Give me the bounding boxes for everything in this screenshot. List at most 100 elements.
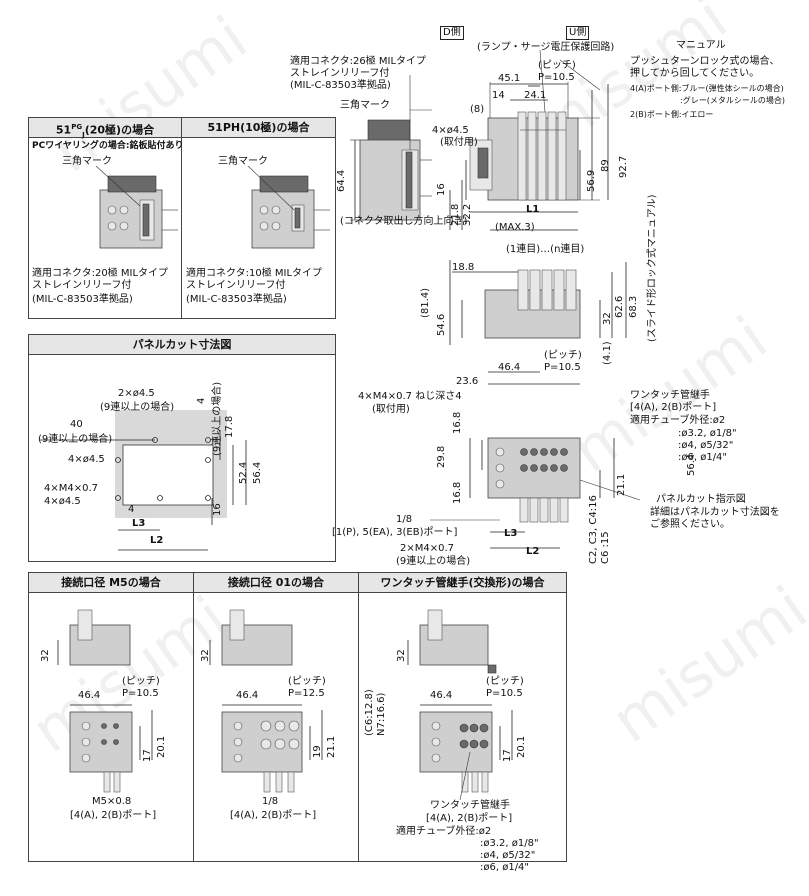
bv-dim-23-6: 23.6 — [456, 376, 479, 387]
top-mount-label: (取付用) — [440, 137, 478, 148]
dim-68-3: 68.3 — [628, 295, 639, 318]
dim-45-1: 45.1 — [498, 73, 521, 84]
panel-dim-52-4: 52.4 — [238, 461, 249, 484]
col1-title-rest: (20極)の場合 — [84, 123, 155, 137]
d-side-tag: D側 — [440, 26, 464, 40]
bp3-tube-3: :ø6, ø1/4" — [480, 862, 530, 873]
dim-L1: L1 — [526, 204, 540, 215]
bp2-dim-21-1: 21.1 — [326, 735, 337, 758]
bv-dim-56-4: 56.4 — [686, 453, 697, 476]
bp1-dim-20-1: 20.1 — [156, 735, 167, 758]
bottom-divider-2 — [358, 573, 359, 861]
panel-dim-L2: L2 — [150, 535, 164, 546]
bv-dim-L2: L2 — [526, 546, 540, 557]
u-side-drawing — [449, 49, 609, 231]
bottom-panels-box — [28, 572, 567, 862]
bp2-pitch-label: (ピッチ) — [288, 676, 326, 687]
top-hole-label: 4×ø4.5 — [432, 125, 469, 136]
max3-label: (MAX.3) — [495, 222, 535, 233]
conn10-line1: 適用コネクタ:10極 MILタイプ — [186, 268, 323, 279]
tri-mark-left: 三角マーク — [62, 156, 112, 167]
bv-panel-note2: ご参照ください。 — [650, 519, 730, 530]
bottom-divider-1 — [193, 573, 194, 861]
tri-mark-top: 三角マーク — [340, 100, 390, 111]
bottom-view-drawing — [430, 371, 641, 549]
bv-pitch-value: P=10.5 — [544, 362, 581, 373]
bp2-dim-46-4: 46.4 — [236, 690, 259, 701]
port2-note: 2(B)ポート側:イエロー — [630, 110, 714, 119]
bv-c-values: C2, C3, C4:16 — [588, 495, 599, 564]
conn10-line3: (MIL-C-83503準拠品) — [186, 294, 287, 305]
bv-over9: (9連以上の場合) — [396, 556, 471, 567]
panel-hole4: 4×ø4.5 — [68, 454, 105, 465]
panel-cut-header: パネルカット寸法図 — [29, 335, 335, 355]
bv-ports2: [1(P), 5(EA), 3(EB)ポート] — [332, 527, 458, 538]
bp3-side-dim: (C6:12.8) — [364, 689, 375, 736]
dim-56-9: 56.9 — [586, 169, 597, 192]
conn20-line2: ストレインリリーフ付 — [32, 280, 132, 291]
bp2-pitch-value: P=12.5 — [288, 688, 325, 699]
panel-dim-40: 40 — [70, 419, 83, 430]
panel-over9: (9連以上の場合) — [100, 402, 175, 413]
panel-hole4b: 4×ø4.5 — [44, 496, 81, 507]
bv-dim-16-8b: 16.8 — [452, 481, 463, 504]
pc-wiring-note: PCワイヤリングの場合:銘板貼付あり — [32, 141, 184, 151]
bv-dim-16-8: 16.8 — [452, 411, 463, 434]
panel-over9-left: (9連以上の場合) — [38, 434, 113, 445]
bv-panel-note: 詳細はパネルカット寸法図を — [650, 507, 780, 518]
bv-m4-label: 4×M4×0.7 ねじ深さ4 — [358, 391, 462, 402]
panel-dim-4b: 4 — [128, 504, 135, 515]
conn26-line2: ストレインリリーフ付 — [290, 68, 390, 79]
panel-over9-vert: (9連以上の場合) — [212, 381, 223, 456]
panel-m4: 4×M4×0.7 — [44, 483, 99, 494]
bp3-dim-46-4: 46.4 — [430, 690, 453, 701]
col1-title-sup: PG — [71, 123, 83, 131]
bp3-one-touch: ワンタッチ管継手 — [430, 800, 510, 811]
bp1-dim-17: 17 — [142, 749, 153, 762]
bv-dim-21-1: 21.1 — [616, 473, 627, 496]
bp1-pitch-label: (ピッチ) — [122, 676, 160, 687]
bottom-panel-3-drawing — [407, 609, 513, 801]
port4-note: 4(A)ポート側:ブルー(弾性体シールの場合) — [630, 84, 784, 93]
bp3-pitch-label: (ピッチ) — [486, 676, 524, 687]
bv-c6: C6 :15 — [600, 531, 611, 564]
bp1-dim-32: 32 — [40, 649, 51, 662]
panel-dim-17-8: 17.8 — [224, 415, 235, 438]
bottom-panel-2-header: 接続口径 01の場合 — [194, 573, 358, 593]
panel-hole2: 2×ø4.5 — [118, 388, 155, 399]
lamp-note: (ランプ・サージ電圧保護回路) — [477, 42, 615, 53]
bv-panel-mark: パネルカット指示図 — [656, 494, 746, 505]
dim-62-6: 62.6 — [614, 295, 625, 318]
panel-dim-16: 16 — [212, 503, 223, 516]
manual-note-1: プッシュターンロック式の場合、 — [630, 56, 780, 67]
bv-dim-29-8: 29.8 — [436, 445, 447, 468]
bp3-dim-32: 32 — [396, 649, 407, 662]
bp2-ports: [4(A), 2(B)ポート] — [230, 810, 317, 821]
bp2-dim-32: 32 — [200, 649, 211, 662]
bv-dim-L3: L3 — [504, 528, 518, 539]
bv-tube: 適用チューブ外径:ø2 — [630, 415, 726, 426]
d-side-drawing — [350, 75, 432, 221]
bp3-dim-20-1: 20.1 — [516, 735, 527, 758]
bv-tube-3: :ø6, ø1/4" — [678, 452, 728, 463]
bp1-ports: [4(A), 2(B)ポート] — [70, 810, 157, 821]
panel-dim-56-4: 56.4 — [252, 461, 263, 484]
bv-one-touch: ワンタッチ管継手 — [630, 390, 710, 401]
bp3-tube-2: :ø4, ø5/32" — [480, 850, 536, 861]
bottom-panel-1-drawing — [57, 609, 153, 793]
panel-cut-drawing — [40, 410, 247, 551]
bv-tube-1: :ø3.2, ø1/8" — [678, 428, 737, 439]
left-box-header-2: 51PH(10極)の場合 — [182, 118, 335, 138]
manual-label: マニュアル — [676, 40, 726, 51]
bp2-dim-19: 19 — [312, 745, 323, 758]
bp3-ports: [4(A), 2(B)ポート] — [426, 813, 513, 824]
bp3-tube: 適用チューブ外径:ø2 — [396, 826, 492, 837]
bp1-dim-46-4: 46.4 — [78, 690, 101, 701]
left-box-drawings — [95, 165, 330, 249]
dim-64-4: 64.4 — [336, 169, 347, 192]
bv-pitch-label: (ピッチ) — [544, 350, 582, 361]
bp3-pitch-value: P=10.5 — [486, 688, 523, 699]
col1-title-sub: J — [82, 130, 85, 139]
bp3-tube-1: :ø3.2, ø1/8" — [480, 838, 539, 849]
conn10-line2: ストレインリリーフ付 — [186, 280, 286, 291]
